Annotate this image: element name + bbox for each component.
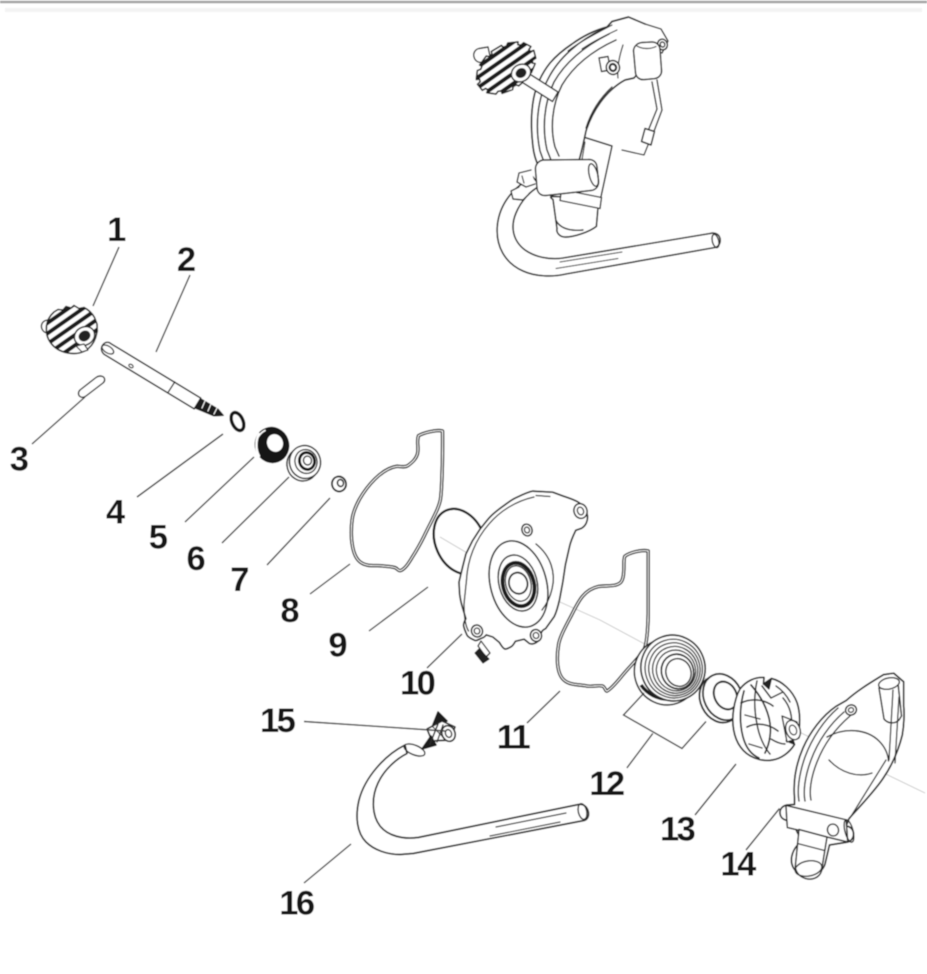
svg-text:14: 14 xyxy=(720,846,756,884)
svg-text:5: 5 xyxy=(149,519,168,557)
svg-text:3: 3 xyxy=(10,441,29,479)
svg-text:16: 16 xyxy=(279,885,314,923)
svg-text:10: 10 xyxy=(400,664,435,702)
svg-text:4: 4 xyxy=(106,493,125,531)
svg-text:2: 2 xyxy=(177,241,196,279)
svg-text:8: 8 xyxy=(280,592,299,630)
svg-text:11: 11 xyxy=(497,719,531,757)
svg-text:6: 6 xyxy=(187,540,206,578)
svg-text:1: 1 xyxy=(107,211,126,249)
svg-text:12: 12 xyxy=(589,765,624,803)
svg-text:9: 9 xyxy=(328,627,347,665)
svg-text:7: 7 xyxy=(230,561,249,599)
svg-text:15: 15 xyxy=(260,702,296,740)
svg-text:13: 13 xyxy=(660,811,695,849)
